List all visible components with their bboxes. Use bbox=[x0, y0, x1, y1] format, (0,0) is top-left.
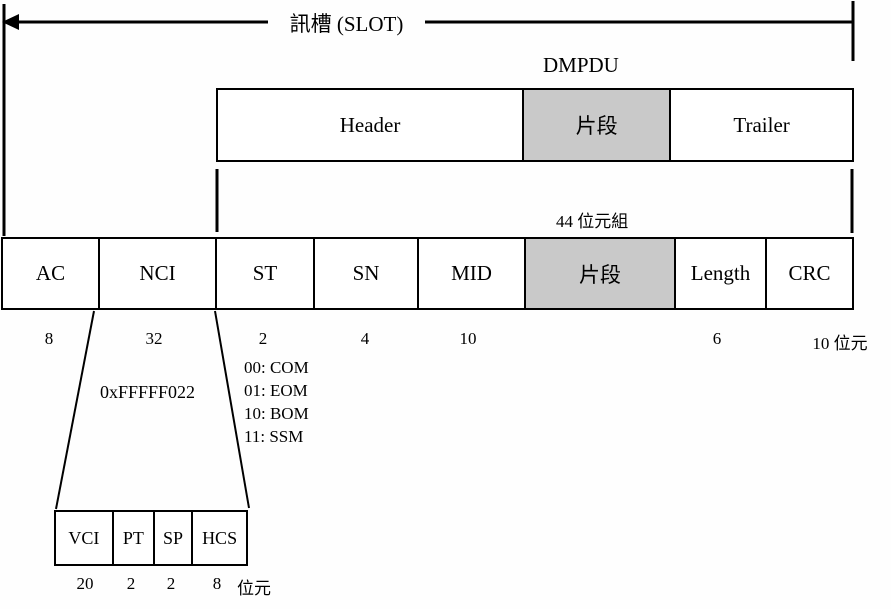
field-sn: SN bbox=[313, 239, 417, 308]
bits-nci: 32 bbox=[145, 329, 163, 348]
bits-mid: 10 bbox=[459, 329, 477, 348]
bits-vci: 20 bbox=[76, 574, 94, 593]
field-crc: CRC bbox=[765, 239, 852, 308]
dmpdu-field-row: AC NCI ST SN MID 片段 Length CRC bbox=[1, 237, 854, 310]
field-hcs: HCS bbox=[191, 512, 246, 564]
st-code-eom: 01: EOM bbox=[244, 381, 308, 400]
bits-ac: 8 bbox=[44, 329, 54, 348]
field-length: Length bbox=[674, 239, 765, 308]
field-nci: NCI bbox=[98, 239, 215, 308]
st-code-bom: 10: BOM bbox=[244, 404, 309, 423]
field-st: ST bbox=[215, 239, 313, 308]
field-pt: PT bbox=[111, 512, 153, 564]
nci-value: 0xFFFFF022 bbox=[100, 382, 196, 402]
field-sp: SP bbox=[152, 512, 192, 564]
slot-left-arrowhead bbox=[2, 14, 19, 30]
field-vci: VCI bbox=[56, 512, 112, 564]
slot-title: 訊槽 (SLOT) bbox=[268, 7, 425, 43]
field-trailer: Trailer bbox=[669, 90, 852, 160]
bits-sn: 4 bbox=[360, 329, 370, 348]
st-code-com: 00: COM bbox=[244, 358, 309, 377]
dmpdu-title: DMPDU bbox=[543, 53, 619, 77]
bits-crc: 10 位元 bbox=[812, 334, 868, 353]
nci-expand-left-line bbox=[55, 310, 95, 510]
bits-length: 6 bbox=[712, 329, 722, 348]
bits-st: 2 bbox=[258, 329, 268, 348]
st-code-list: 00: COM 01: EOM 10: BOM 11: SSM bbox=[244, 356, 309, 448]
nci-expand-right-line bbox=[214, 310, 250, 509]
field-header: Header bbox=[218, 90, 523, 160]
field-mid: MID bbox=[417, 239, 524, 308]
dmpdu-structure-row: Header 片段 Trailer bbox=[216, 88, 854, 162]
st-code-ssm: 11: SSM bbox=[244, 427, 304, 446]
bits-sp: 2 bbox=[166, 574, 176, 593]
bits-unit-label: 位元 bbox=[237, 579, 271, 598]
nci-subfield-row: VCI PT SP HCS bbox=[54, 510, 248, 566]
bits-pt: 2 bbox=[126, 574, 136, 593]
field-ac: AC bbox=[3, 239, 98, 308]
field-segment-top: 片段 bbox=[522, 90, 670, 160]
bits-hcs: 8 bbox=[212, 574, 222, 593]
field-segment-main: 片段 bbox=[524, 239, 674, 308]
segment-size-label: 44 位元組 bbox=[556, 212, 629, 231]
